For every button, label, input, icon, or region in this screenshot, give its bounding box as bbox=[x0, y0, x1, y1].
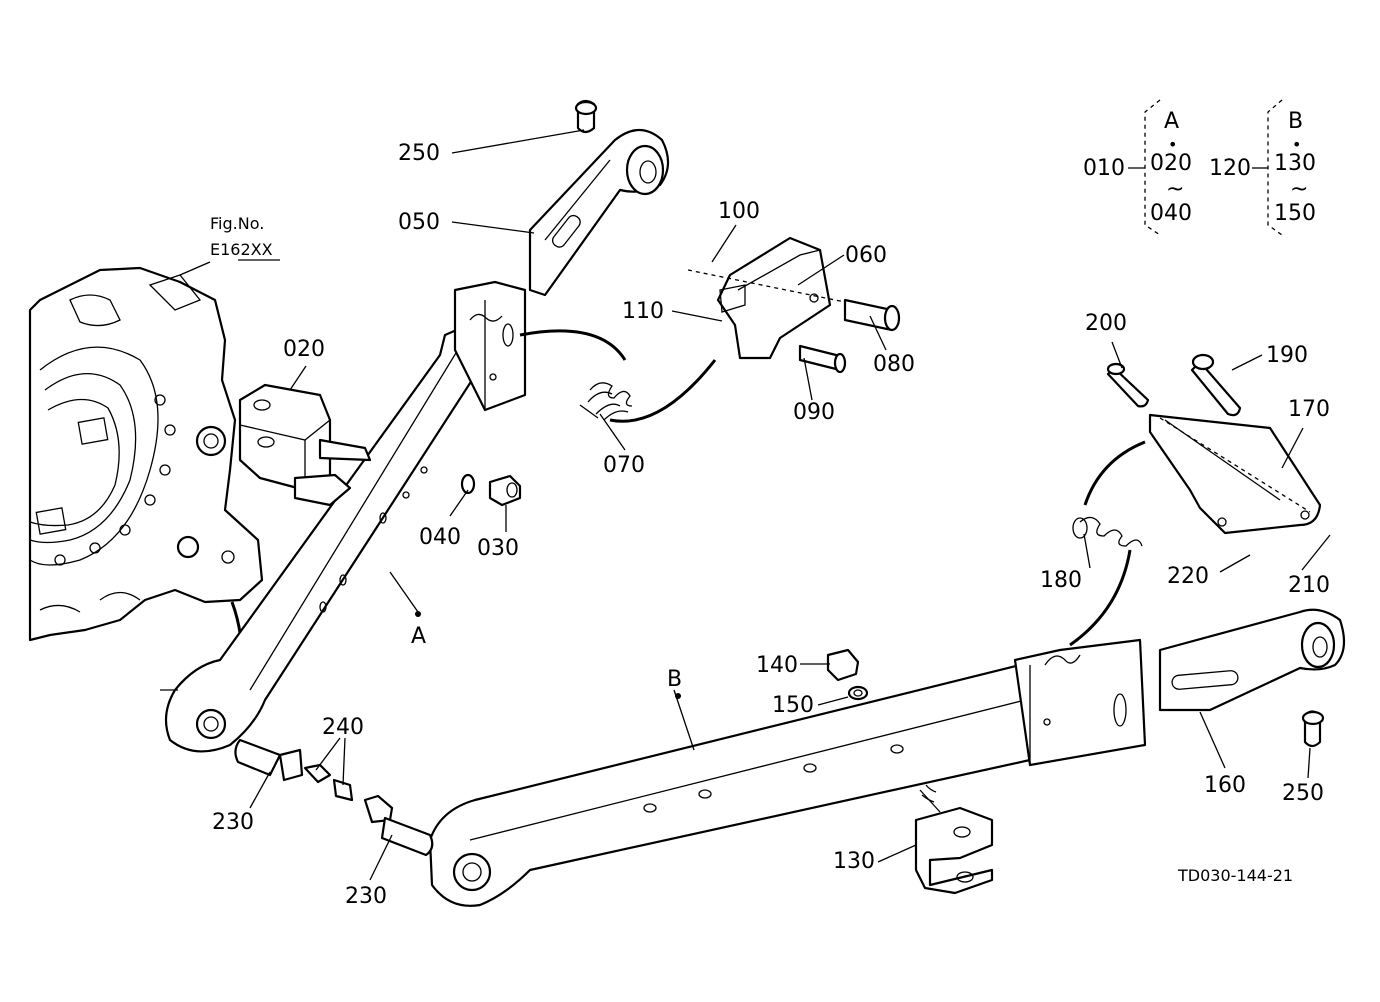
callout-250-top: 250 bbox=[398, 141, 440, 166]
ball-joint-230-left bbox=[234, 738, 304, 782]
callout-060: 060 bbox=[845, 243, 887, 268]
callout-110: 110 bbox=[622, 299, 664, 324]
callout-030: 030 bbox=[477, 536, 519, 561]
bolt-240 bbox=[303, 763, 354, 802]
callout-220: 220 bbox=[1167, 564, 1209, 589]
callout-090: 090 bbox=[793, 400, 835, 425]
assembly-group-b: B bbox=[1288, 109, 1303, 134]
callout-230-left: 230 bbox=[212, 810, 254, 835]
callout-210: 210 bbox=[1288, 573, 1330, 598]
spring-070 bbox=[579, 382, 633, 421]
bracket-020 bbox=[238, 383, 372, 507]
assembly-key-a: 010 A • 020 ~ 040 bbox=[1083, 109, 1192, 226]
assembly-from-020: 020 bbox=[1150, 151, 1192, 176]
assembly-dot-a: • bbox=[1168, 135, 1177, 154]
install-arrow-060 bbox=[609, 359, 717, 423]
pin-190 bbox=[1190, 353, 1242, 417]
callout-labels: 250 050 100 060 110 080 090 070 020 040 … bbox=[212, 141, 1330, 909]
dot-mark-a bbox=[415, 611, 421, 617]
axis-line bbox=[687, 269, 846, 303]
lower-link-a bbox=[164, 280, 527, 753]
lift-bracket-130 bbox=[914, 784, 994, 895]
link-extension-160 bbox=[1158, 608, 1346, 712]
callout-240: 240 bbox=[322, 715, 364, 740]
assembly-ref-120: 120 bbox=[1209, 156, 1251, 181]
assembly-tilde-a: ~ bbox=[1166, 177, 1184, 202]
callout-040: 040 bbox=[419, 525, 461, 550]
washer-150 bbox=[847, 685, 869, 701]
assembly-bracket-b bbox=[1252, 99, 1283, 236]
assembly-tilde-b: ~ bbox=[1290, 177, 1308, 202]
callout-140: 140 bbox=[756, 653, 798, 678]
pin-200 bbox=[1106, 362, 1150, 408]
install-arrow-170 bbox=[1083, 440, 1146, 506]
assembly-mark-b: B bbox=[667, 667, 682, 692]
callout-020: 020 bbox=[283, 337, 325, 362]
nut-030 bbox=[488, 474, 522, 507]
callout-080: 080 bbox=[873, 352, 915, 377]
fig-no-label: Fig.No. bbox=[210, 214, 264, 233]
ball-joint-230-right bbox=[363, 794, 434, 857]
assembly-bracket-a bbox=[1128, 99, 1161, 236]
assembly-to-040: 040 bbox=[1150, 201, 1192, 226]
bracket-170 bbox=[1148, 413, 1322, 535]
drawing-code: TD030-144-21 bbox=[1177, 866, 1293, 885]
pin-080 bbox=[843, 298, 901, 332]
assembly-group-a: A bbox=[1164, 109, 1179, 134]
assembly-to-150: 150 bbox=[1274, 201, 1316, 226]
callout-250-bottom: 250 bbox=[1282, 781, 1324, 806]
callout-190: 190 bbox=[1266, 343, 1308, 368]
callout-160: 160 bbox=[1204, 773, 1246, 798]
callout-230-right: 230 bbox=[345, 884, 387, 909]
callout-100: 100 bbox=[718, 199, 760, 224]
dot-mark-b bbox=[675, 693, 681, 699]
pin-090 bbox=[798, 344, 847, 374]
install-arrow-180 bbox=[1069, 549, 1132, 647]
callout-200: 200 bbox=[1085, 311, 1127, 336]
bracket-060 bbox=[716, 236, 832, 360]
link-extension-050 bbox=[528, 128, 670, 297]
assembly-ref-010: 010 bbox=[1083, 156, 1125, 181]
washer-040 bbox=[460, 473, 476, 495]
nut-140 bbox=[826, 648, 860, 682]
callout-070: 070 bbox=[603, 453, 645, 478]
install-arrow-070 bbox=[519, 329, 627, 361]
assembly-key-b: 120 B • 130 ~ 150 bbox=[1209, 109, 1316, 226]
assembly-dot-b: • bbox=[1292, 135, 1301, 154]
callout-170: 170 bbox=[1288, 397, 1330, 422]
transmission-housing bbox=[28, 266, 264, 642]
callout-050: 050 bbox=[398, 210, 440, 235]
lower-link-b bbox=[428, 638, 1147, 907]
pin-250-bottom bbox=[1301, 710, 1325, 748]
callout-150: 150 bbox=[772, 693, 814, 718]
fig-no-number: E162XX bbox=[210, 240, 273, 259]
callout-130: 130 bbox=[833, 849, 875, 874]
pin-250-top bbox=[574, 99, 598, 134]
spring-180 bbox=[1072, 516, 1143, 547]
leader-lines bbox=[160, 129, 1331, 881]
assembly-mark-a: A bbox=[411, 624, 426, 649]
callout-180: 180 bbox=[1040, 568, 1082, 593]
assembly-from-130: 130 bbox=[1274, 151, 1316, 176]
